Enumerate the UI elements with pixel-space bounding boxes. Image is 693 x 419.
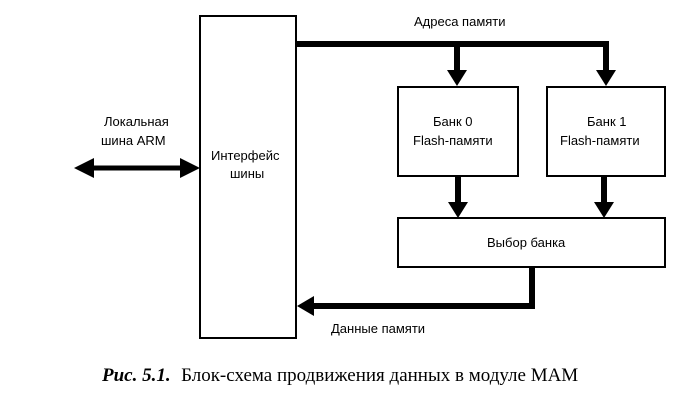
bus-interface-label-line1: Интерфейс <box>211 148 280 163</box>
figure-caption: Рис. 5.1. Блок-схема продвижения данных … <box>101 365 578 386</box>
memory-address-label: Адреса памяти <box>414 14 506 29</box>
bank0-block <box>397 86 519 177</box>
bank0-label-line1: Банк 0 <box>433 114 472 129</box>
bank-output-arrows <box>448 176 614 218</box>
bank1-label-line1: Банк 1 <box>587 114 626 129</box>
bank1-label-line2: Flash-памяти <box>560 133 640 148</box>
local-bus-label-line1: Локальная <box>104 114 169 129</box>
figure-caption-text: Блок-схема продвижения данных в модуле М… <box>181 365 578 386</box>
bus-interface-block <box>199 15 297 339</box>
bank-select-label: Выбор банка <box>487 235 566 250</box>
memory-data-label: Данные памяти <box>331 321 425 336</box>
bus-interface-label-line2: шины <box>230 166 264 181</box>
local-bus-label-line2: шина ARM <box>101 133 166 148</box>
memory-address-bus <box>296 41 616 86</box>
bank-select-block <box>397 217 666 268</box>
bank0-label-line2: Flash-памяти <box>413 133 493 148</box>
bank1-block <box>546 86 666 177</box>
memory-data-bus <box>297 267 535 316</box>
local-bus-arrow <box>74 158 200 178</box>
figure-caption-prefix: Рис. 5.1. <box>101 365 171 386</box>
